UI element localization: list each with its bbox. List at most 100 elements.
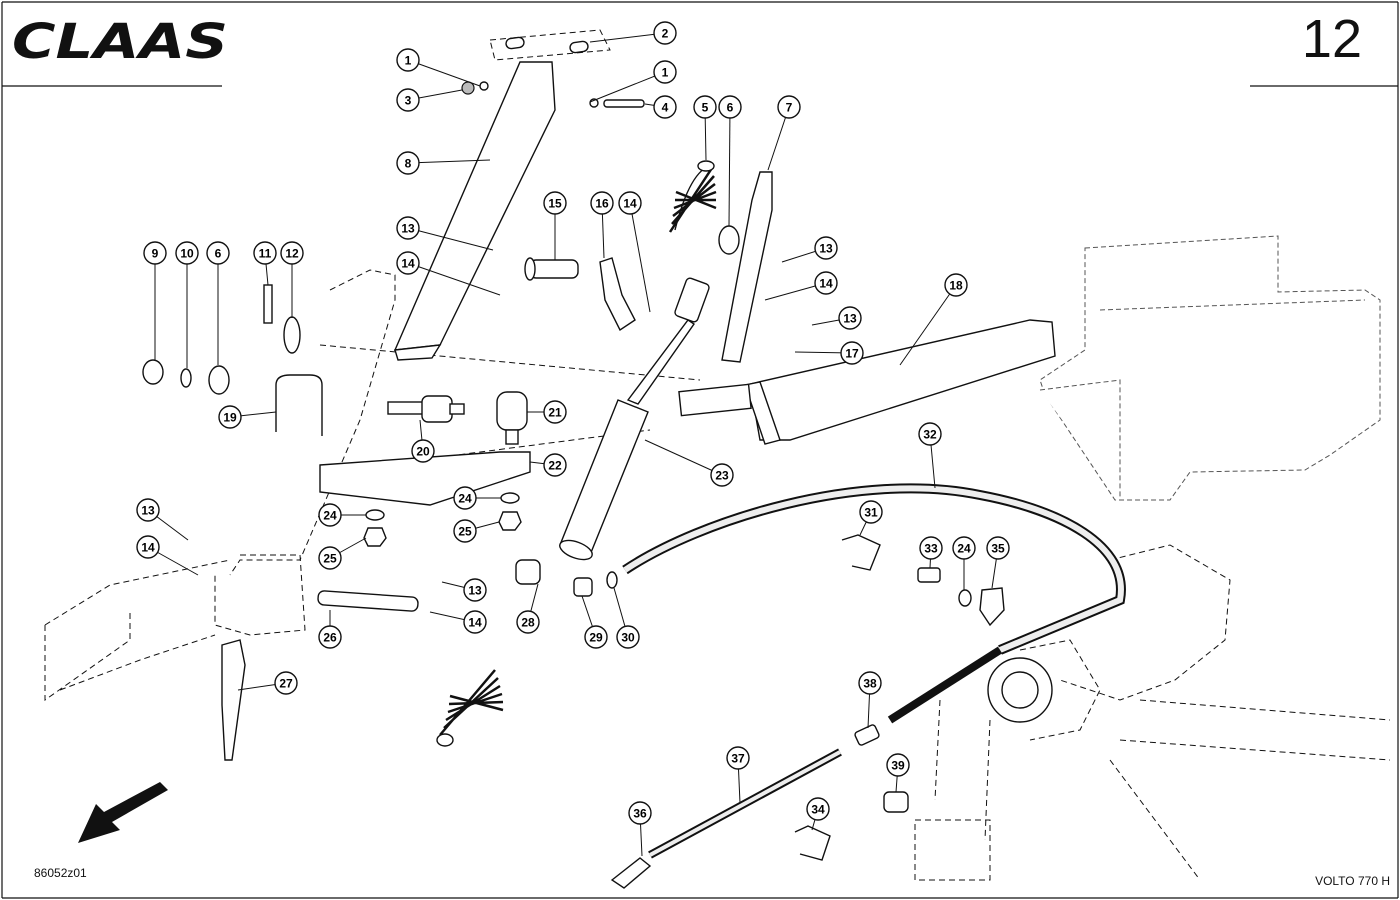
part-6-spacer	[718, 225, 740, 255]
part-23-cylinder	[559, 277, 710, 561]
part-32-hose	[622, 483, 1126, 655]
leader-line-2	[589, 32, 666, 43]
callout-10: 10	[175, 241, 199, 265]
part-19-u-bolt	[275, 374, 323, 436]
callout-label: 14	[401, 257, 415, 271]
callout-13: 13	[396, 216, 420, 240]
callout-6: 6	[206, 241, 230, 265]
callout-label: 24	[458, 492, 472, 506]
part-12-washer	[283, 316, 301, 354]
part-24-washer-c	[958, 589, 972, 607]
part-22-plate	[319, 451, 531, 506]
callout-5: 5	[693, 95, 717, 119]
callout-label: 30	[621, 631, 635, 645]
part-25-nut	[363, 527, 387, 547]
callout-label: 1	[662, 66, 669, 80]
part-24-washer-b	[500, 492, 520, 504]
callout-label: 29	[589, 631, 603, 645]
part-16-bracket	[599, 257, 636, 332]
part-31-clip	[841, 534, 881, 571]
callout-label: 21	[548, 406, 562, 420]
callout-18: 18	[944, 273, 968, 297]
callout-label: 33	[924, 542, 938, 556]
callout-30: 30	[616, 625, 640, 649]
callout-36: 36	[628, 801, 652, 825]
callout-32: 32	[918, 422, 942, 446]
callout-13: 13	[136, 498, 160, 522]
callout-label: 24	[957, 542, 971, 556]
callout-label: 38	[863, 677, 877, 691]
part-7-link-plate	[721, 171, 773, 363]
callout-19: 19	[218, 405, 242, 429]
callout-label: 37	[731, 752, 745, 766]
part-39-fitting	[883, 791, 909, 813]
callout-26: 26	[318, 625, 342, 649]
callout-label: 3	[405, 94, 412, 108]
part-28-bushing	[515, 559, 541, 585]
callout-27: 27	[274, 671, 298, 695]
callout-label: 4	[662, 101, 669, 115]
callout-24: 24	[952, 536, 976, 560]
callout-39: 39	[886, 753, 910, 777]
callout-label: 25	[458, 525, 472, 539]
leader-line-14	[629, 202, 651, 313]
part-18-crossbar	[678, 319, 1056, 445]
part-37-hose	[648, 748, 842, 859]
callout-21: 21	[543, 400, 567, 424]
callout-label: 16	[595, 197, 609, 211]
part-25-nut-b	[498, 511, 522, 531]
part-10-washer	[180, 368, 192, 388]
part-9-nut	[142, 359, 164, 385]
drawing-code: 86052z01	[34, 866, 87, 880]
callout-3: 3	[396, 88, 420, 112]
callout-2: 2	[653, 21, 677, 45]
callout-label: 7	[786, 101, 793, 115]
callout-23: 23	[710, 463, 734, 487]
callout-14: 14	[136, 535, 160, 559]
callout-label: 13	[819, 242, 833, 256]
part-1-washer	[479, 81, 489, 91]
callout-label: 27	[279, 677, 293, 691]
part-11-bolt	[263, 284, 273, 324]
callout-1: 1	[396, 48, 420, 72]
machine-frame-outline	[914, 235, 1391, 881]
part-21-cap	[496, 391, 528, 445]
callout-label: 13	[141, 504, 155, 518]
callout-25: 25	[318, 546, 342, 570]
callout-label: 6	[727, 101, 734, 115]
callout-label: 18	[949, 279, 963, 293]
part-26-pin	[317, 590, 419, 612]
leader-line-8	[407, 159, 491, 164]
callout-label: 20	[416, 445, 430, 459]
part-38-hose-end	[887, 646, 1003, 724]
callout-15: 15	[543, 191, 567, 215]
callout-label: 11	[259, 247, 272, 261]
callout-11: 11	[253, 241, 277, 265]
leader-line-13	[407, 227, 494, 251]
callout-24: 24	[453, 486, 477, 510]
part-35-clamp	[979, 587, 1005, 627]
part-30-seal	[606, 571, 618, 589]
part-5-spring	[668, 160, 717, 233]
callout-25: 25	[453, 519, 477, 543]
callout-9: 9	[143, 241, 167, 265]
callout-6: 6	[718, 95, 742, 119]
callout-label: 14	[623, 197, 637, 211]
callout-label: 14	[819, 277, 833, 291]
callout-14: 14	[814, 271, 838, 295]
part-27-spring	[436, 669, 504, 747]
callout-label: 14	[468, 616, 482, 630]
part-20-pivot-bolt	[387, 395, 465, 423]
callout-7: 7	[777, 95, 801, 119]
callout-label: 13	[401, 222, 415, 236]
part-15-pin	[524, 257, 579, 281]
part-6-bushing	[208, 365, 230, 395]
callout-12: 12	[280, 241, 304, 265]
direction-arrow-icon	[78, 782, 168, 843]
part-8-arm	[393, 61, 556, 361]
callout-label: 14	[141, 541, 155, 555]
callout-22: 22	[543, 453, 567, 477]
callout-37: 37	[726, 746, 750, 770]
callout-17: 17	[840, 341, 864, 365]
